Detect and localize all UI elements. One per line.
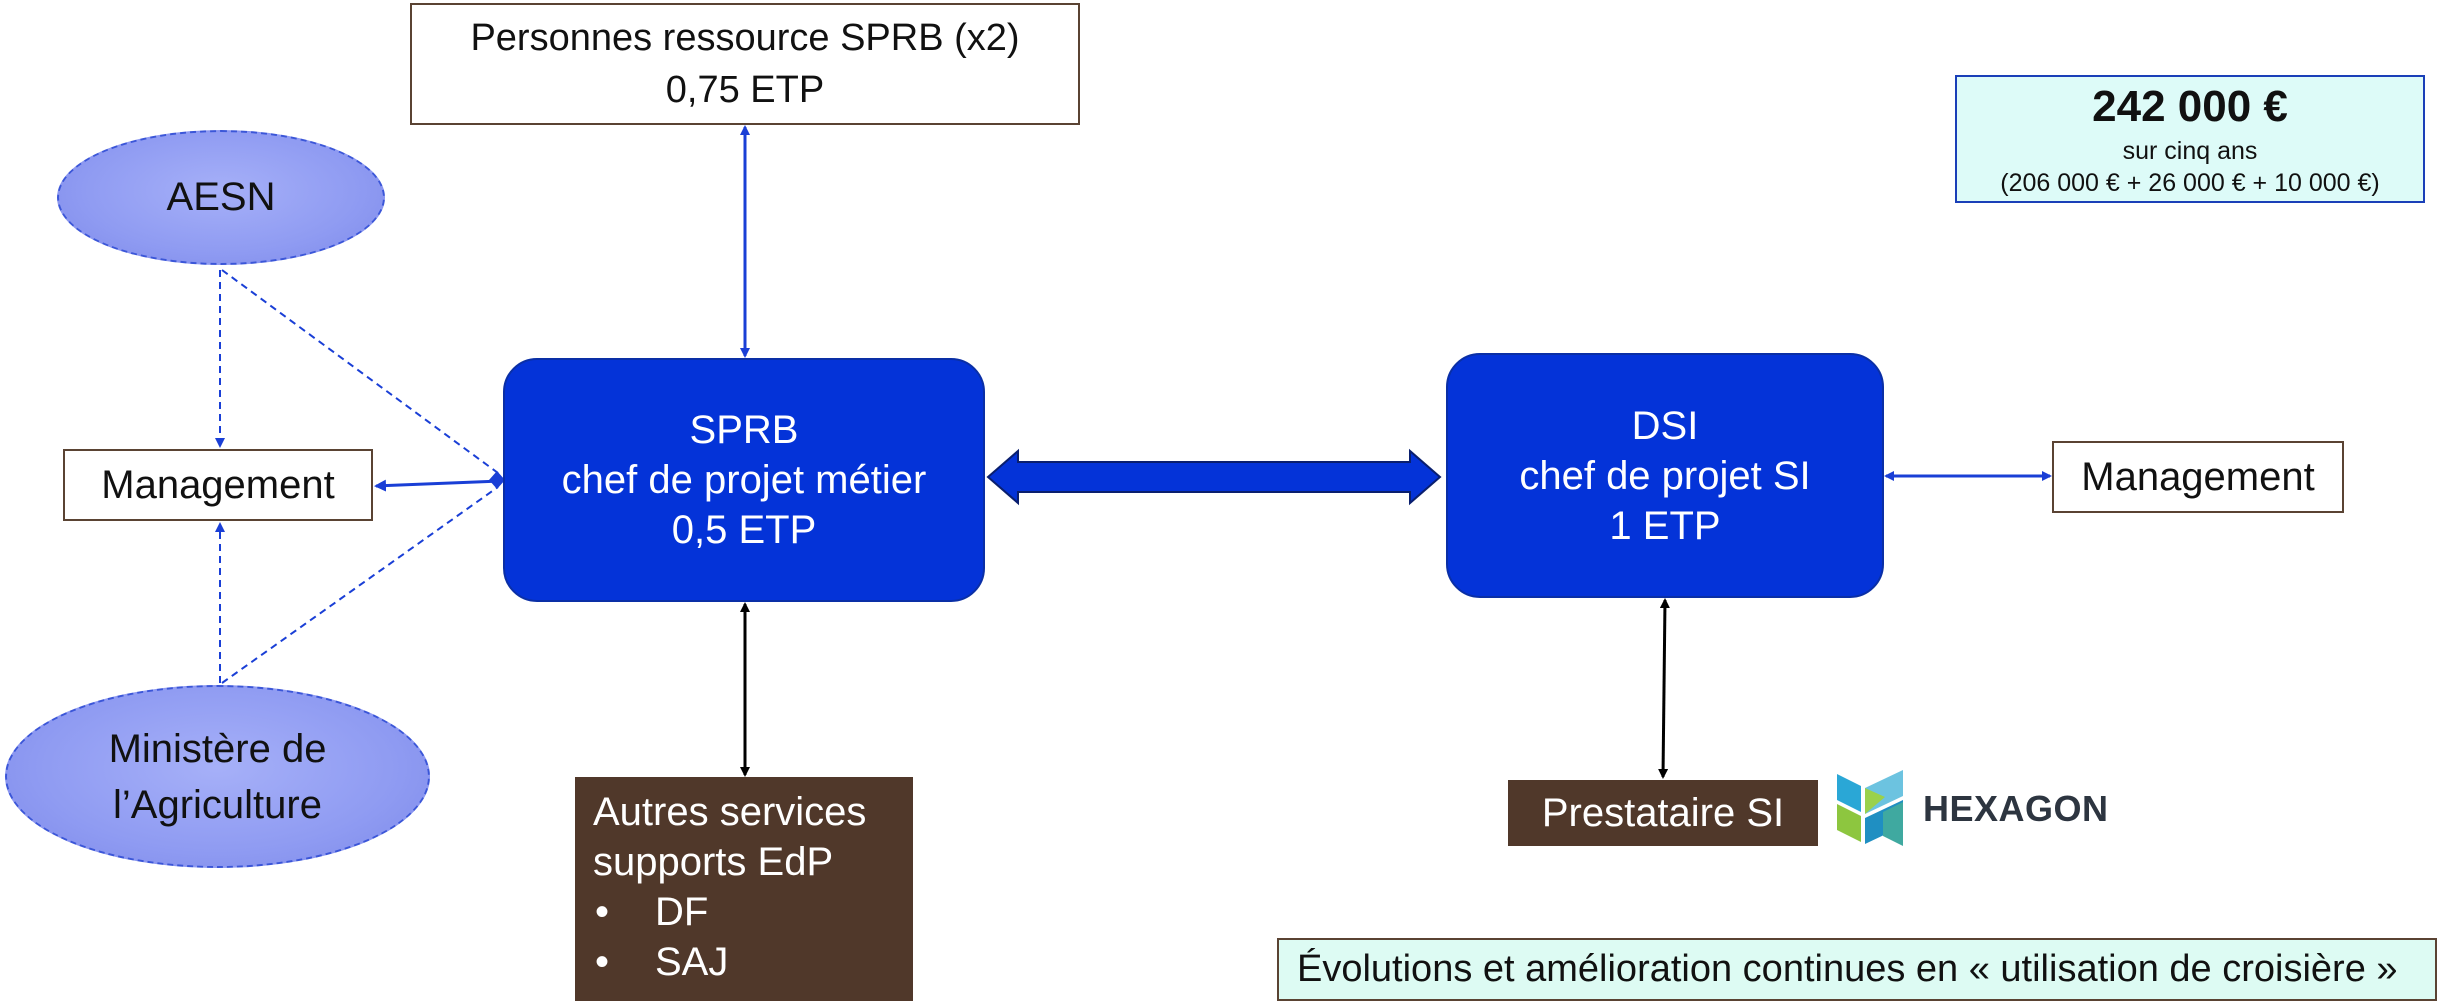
prestataire-box: Prestataire SI (1508, 780, 1818, 846)
diamond-sprb-left (489, 471, 505, 489)
ministere-label-line2: l’Agriculture (113, 782, 322, 827)
connector-sprb-management-left (374, 479, 502, 492)
connector-aesn-sprb (221, 269, 499, 474)
ministere-node: Ministère de l’Agriculture (5, 685, 430, 868)
hexagon-logo: HEXAGON (1833, 766, 2108, 850)
autres-services-box: Autres services supports EdP DF SAJ (575, 777, 913, 1001)
dsi-role: chef de projet SI (1519, 453, 1811, 498)
prestataire-label: Prestataire SI (1541, 790, 1785, 835)
autres-services-item-saj: SAJ (593, 937, 913, 987)
resource-persons-label: Personnes ressource SPRB (x2) (470, 17, 1020, 59)
connector-sprb-dsi-arrow (986, 448, 1442, 506)
dsi-etp: 1 ETP (1609, 503, 1721, 548)
connector-dsi-prestataire (1658, 598, 1670, 779)
hexagon-mark-icon (1837, 770, 1903, 846)
resource-persons-etp: 0,75 ETP (665, 69, 825, 111)
management-right-box: Management (2052, 441, 2344, 513)
resource-persons-box: Personnes ressource SPRB (x2) 0,75 ETP (410, 3, 1080, 125)
connector-ministere-sprb (221, 486, 499, 684)
autres-services-item-df: DF (593, 887, 913, 937)
aesn-node: AESN (57, 130, 385, 265)
budget-box: 242 000 € sur cinq ans (206 000 € + 26 0… (1955, 75, 2425, 203)
management-left-label: Management (101, 462, 335, 507)
dsi-title: DSI (1631, 403, 1699, 448)
sprb-role: chef de projet métier (561, 458, 927, 502)
hexagon-wordmark: HEXAGON (1923, 788, 2109, 829)
autres-services-list: DF SAJ (593, 887, 913, 987)
autres-services-title: Autres services supports EdP (593, 790, 867, 884)
evolutions-box: Évolutions et amélioration continues en … (1277, 938, 2437, 1001)
aesn-label: AESN (166, 175, 276, 219)
sprb-title: SPRB (689, 408, 799, 452)
dsi-node: DSI chef de projet SI 1 ETP (1446, 353, 1884, 598)
evolutions-text: Évolutions et amélioration continues en … (1297, 948, 2398, 990)
sprb-node: SPRB chef de projet métier 0,5 ETP (503, 358, 985, 602)
budget-period: sur cinq ans (2122, 137, 2258, 165)
budget-amount: 242 000 € (2092, 82, 2288, 131)
management-right-label: Management (2081, 454, 2315, 499)
budget-breakdown: (206 000 € + 26 000 € + 10 000 €) (2000, 169, 2380, 197)
management-left-box: Management (63, 449, 373, 521)
sprb-etp: 0,5 ETP (671, 508, 817, 552)
ministere-label-line1: Ministère de (108, 726, 327, 771)
